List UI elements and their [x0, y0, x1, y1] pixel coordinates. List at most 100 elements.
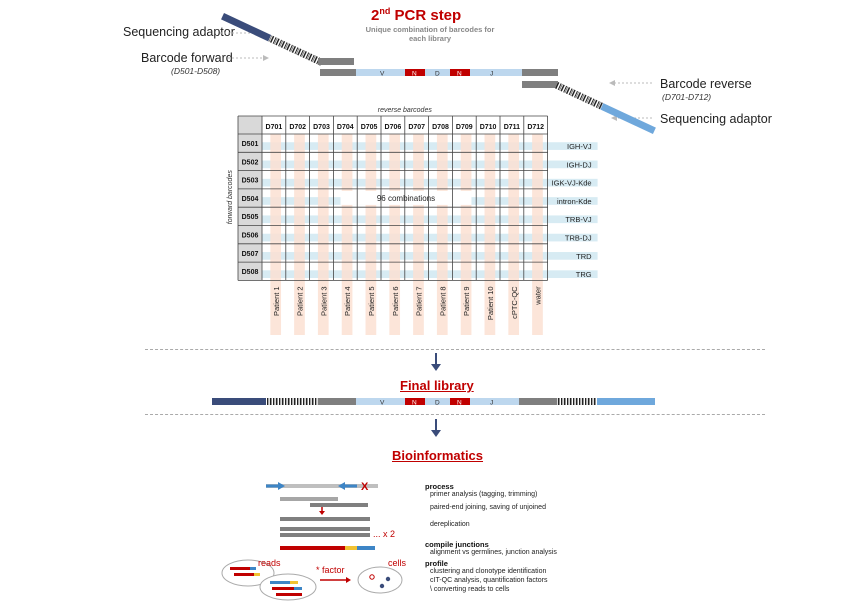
grid-row-header-bg: [238, 116, 262, 281]
target-label: TRG: [576, 270, 592, 279]
row-header: D508: [242, 269, 259, 276]
target-label: TRB-VJ: [565, 215, 592, 224]
n-region-1: [405, 69, 425, 76]
final-segment-n1: N: [412, 400, 417, 407]
profile-item-3: \ converting reads to cells: [430, 586, 510, 593]
segment-j: J: [490, 71, 493, 78]
final-gray-left: [318, 398, 356, 405]
final-segment-d: D: [435, 400, 440, 407]
row-header: D501: [242, 141, 259, 148]
column-header: D701: [266, 124, 283, 131]
process-list: process primer analysis (tagging, trimmi…: [425, 482, 537, 498]
target-label: TRB-DJ: [565, 234, 592, 243]
final-library-title: Final library: [400, 378, 474, 393]
column-band: [389, 134, 401, 335]
reverse-barcodes-label: reverse barcodes: [378, 107, 433, 114]
segment-d: D: [435, 71, 440, 78]
column-header: D706: [385, 124, 402, 131]
row-header: D506: [242, 233, 259, 240]
sample-label: Patient 5: [367, 286, 376, 316]
primer-arrow-forward-head: [278, 482, 285, 490]
row-band: [262, 178, 598, 187]
column-band: [532, 134, 543, 335]
column-band: [508, 134, 520, 335]
segment-n2: N: [457, 71, 462, 78]
column-header: D709: [456, 124, 473, 131]
compile-title: compile junctions: [425, 540, 489, 549]
sample-label: water: [534, 286, 543, 306]
segment-v: V: [380, 71, 385, 78]
pcr-construct-diagram: V N D N J: [220, 13, 656, 134]
target-label: IGK-VJ-Kde: [552, 179, 592, 188]
final-segment-v: V: [380, 400, 385, 407]
process-item-2: paired-end joining, saving of unjoined: [430, 504, 546, 511]
sample-label: Patient 1: [272, 286, 281, 316]
row-band: [262, 160, 598, 169]
barcode-reverse-label: Barcode reverse: [660, 77, 752, 91]
column-header: D707: [408, 124, 425, 131]
row-band: [262, 252, 598, 260]
target-label: IGH-DJ: [567, 160, 592, 169]
column-header: D703: [313, 124, 330, 131]
seq-adaptor-right-label: Sequencing adaptor: [660, 112, 772, 126]
final-barcode-left: [266, 398, 318, 405]
sample-label: Patient 4: [343, 286, 352, 316]
seq-adaptor-left-label: Sequencing adaptor: [123, 25, 235, 39]
row-header: D503: [242, 178, 259, 185]
column-header: D711: [504, 124, 520, 131]
grid-header-bg: [238, 116, 548, 134]
junction-read: [280, 546, 375, 550]
column-band: [365, 134, 377, 335]
forward-primer: [221, 13, 324, 66]
column-band: [436, 134, 448, 335]
bioinformatics-title: Bioinformatics: [392, 448, 484, 463]
target-label: TRD: [576, 252, 592, 261]
row-header: D507: [242, 251, 259, 258]
factor-label: * factor: [316, 565, 345, 575]
row-band: [262, 270, 598, 279]
profile-item-1: clustering and clonotype identification: [430, 568, 547, 575]
column-band: [294, 134, 305, 335]
read-glyphs: [230, 567, 302, 596]
process-item-1: primer analysis (tagging, trimming): [430, 491, 538, 498]
row-header: D505: [242, 214, 259, 221]
barcode-forward-label: Barcode forward: [141, 51, 233, 65]
mismatch-cross: X: [361, 481, 369, 493]
row-band: [262, 142, 598, 150]
column-header: D710: [480, 124, 497, 131]
column-header: D712: [527, 124, 544, 131]
template-left-gray: [320, 69, 356, 76]
cell-1: [369, 574, 375, 580]
final-barcode-right: [557, 398, 597, 405]
pcr-title: 2nd PCR step: [371, 6, 462, 24]
final-n-region-1: [405, 398, 425, 405]
final-vdj: [356, 398, 519, 405]
junction-read-blue: [357, 546, 375, 550]
read-bar-top: [266, 484, 378, 488]
arrow-down-2: [431, 419, 441, 437]
combinations-label: 96 combinations: [377, 194, 435, 203]
target-label: IGH-VJ: [567, 142, 592, 151]
cell-2: [379, 583, 385, 589]
profile-title: profile: [425, 559, 448, 568]
junction-read-yellow: [345, 546, 357, 550]
compile-item-1: alignment vs germlines, junction analysi…: [430, 549, 557, 556]
final-n-region-2: [450, 398, 470, 405]
bioinformatics-illustration: X ... x 2 reads * factor cells: [221, 481, 407, 601]
row-band: [262, 215, 598, 224]
cells-cluster: [357, 566, 403, 594]
column-header: D702: [289, 124, 306, 131]
process-title: process: [425, 482, 454, 491]
final-adaptor-left: [212, 398, 266, 405]
template-vdj: [356, 69, 522, 76]
column-band: [270, 134, 282, 335]
row-header: D504: [242, 196, 259, 203]
sample-label: Patient 3: [319, 286, 328, 316]
cells-label: cells: [388, 558, 407, 568]
combinations-box: [340, 190, 472, 205]
reverse-primer-stub: [522, 81, 558, 88]
reads-label: reads: [258, 558, 281, 568]
row-header: D502: [242, 159, 259, 166]
separator-1: [145, 349, 765, 350]
